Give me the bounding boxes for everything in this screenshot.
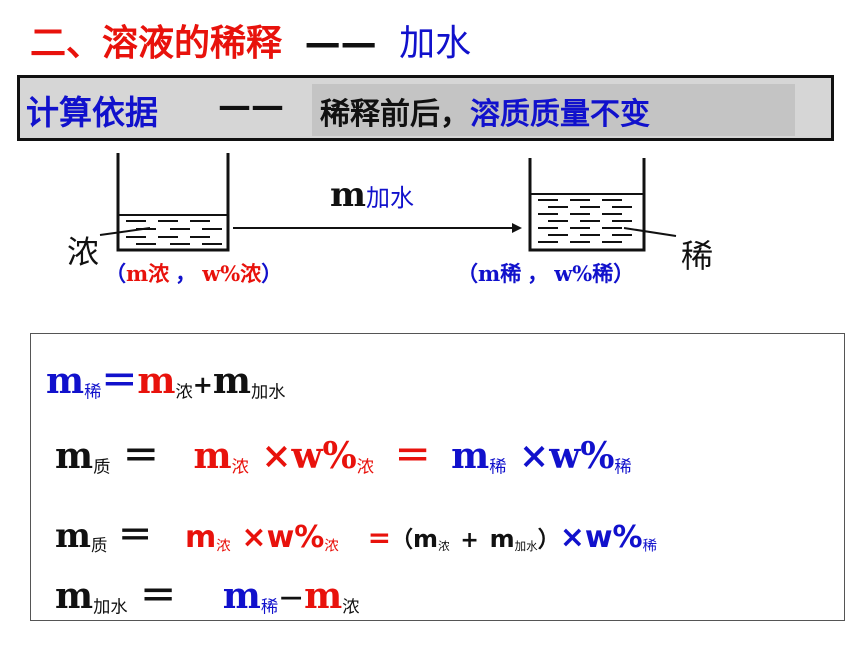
- m-solute: m质: [55, 435, 111, 478]
- formula-solute-equal: m质 ＝ m浓 ×w%浓 ＝ m稀 ×w%稀: [55, 435, 632, 478]
- formula-solute-expanded: m质 ＝ m浓 ×w%浓 =（m浓 + m加水）×w%稀: [55, 516, 658, 556]
- basis-dash: ——: [218, 86, 284, 125]
- formula-water-mass: m加水 ＝ m稀－m浓: [55, 575, 360, 618]
- concentrated-label: 浓: [67, 233, 100, 271]
- concentrated-beaker: [99, 153, 230, 252]
- basis-highlight: [312, 84, 795, 136]
- dilution-diagram: [99, 153, 677, 252]
- dilute-note: （m稀，w%稀）: [457, 261, 635, 286]
- dilute-beaker: [528, 158, 677, 252]
- process-arrow: [233, 223, 522, 233]
- formula-box: [30, 333, 845, 621]
- slide-title: 二、溶液的稀释 —— 加水: [30, 14, 471, 66]
- m-dilute: m稀: [46, 360, 102, 403]
- m-water: m加水: [212, 360, 286, 403]
- title-method: 加水: [399, 23, 472, 64]
- title-number: 二、: [30, 23, 103, 64]
- m-symbol: m: [330, 175, 366, 215]
- basis-principle: 稀释前后，溶质质量不变: [320, 89, 650, 133]
- concentrated-note: （m浓，w%浓）: [105, 261, 283, 286]
- title-dash: ——: [304, 23, 377, 64]
- basis-principle-b: 溶质质量不变: [470, 97, 650, 132]
- water-subscript: 加水: [365, 184, 414, 212]
- dilute-label: 稀: [681, 237, 714, 275]
- added-water-label: m加水: [330, 175, 414, 215]
- m-concentrated: m浓: [137, 360, 193, 403]
- basis-principle-a: 稀释前后，: [320, 97, 470, 132]
- basis-label: 计算依据: [26, 93, 158, 132]
- formula-dilute-mass: m稀＝m浓+m加水: [46, 360, 286, 403]
- title-topic: 溶液的稀释: [102, 23, 283, 64]
